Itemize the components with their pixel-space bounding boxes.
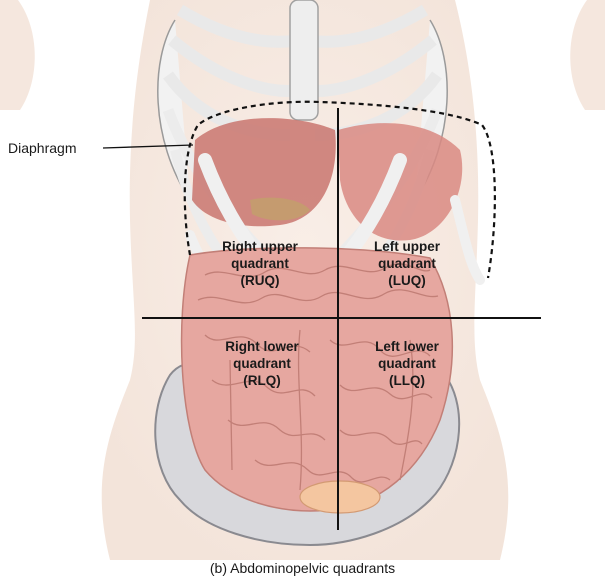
luq-line-1: Left upper xyxy=(342,238,472,255)
quadrant-label-llq: Left lower quadrant (LLQ) xyxy=(342,338,472,389)
ruq-line-1: Right upper xyxy=(195,238,325,255)
quadrant-label-luq: Left upper quadrant (LUQ) xyxy=(342,238,472,289)
llq-line-2: quadrant xyxy=(342,355,472,372)
llq-line-1: Left lower xyxy=(342,338,472,355)
rlq-line-2: quadrant xyxy=(197,355,327,372)
quadrant-label-rlq: Right lower quadrant (RLQ) xyxy=(197,338,327,389)
ruq-line-2: quadrant xyxy=(195,255,325,272)
luq-line-2: quadrant xyxy=(342,255,472,272)
rlq-line-3: (RLQ) xyxy=(197,372,327,389)
quadrant-label-ruq: Right upper quadrant (RUQ) xyxy=(195,238,325,289)
luq-line-3: (LUQ) xyxy=(342,272,472,289)
diaphragm-label: Diaphragm xyxy=(8,140,76,156)
bladder xyxy=(300,481,380,513)
figure-caption: (b) Abdominopelvic quadrants xyxy=(0,560,605,576)
ruq-line-3: (RUQ) xyxy=(195,272,325,289)
rlq-line-1: Right lower xyxy=(197,338,327,355)
right-arm xyxy=(570,0,605,110)
left-arm xyxy=(0,0,35,110)
llq-line-3: (LLQ) xyxy=(342,372,472,389)
